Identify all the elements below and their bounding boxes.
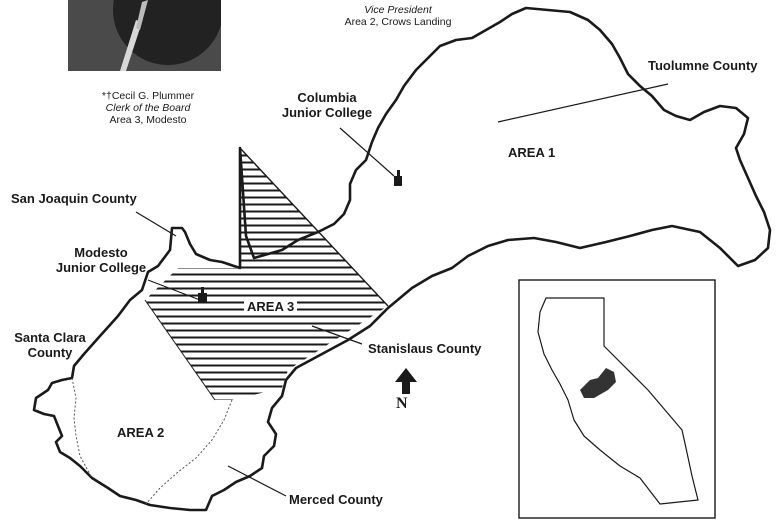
- county-dotted-boundary: [71, 377, 93, 479]
- college-marker-icon: [198, 287, 207, 303]
- label-area-2: AREA 2: [117, 425, 165, 440]
- district-highlight: [580, 368, 616, 398]
- label-santa-clara-line1: Santa Clara: [14, 330, 86, 345]
- caption-top: Vice President Area 2, Crows Landing: [318, 4, 478, 28]
- college-marker-icon: [394, 170, 402, 186]
- label-stanislaus-county: Stanislaus County: [368, 341, 482, 356]
- label-modesto-college: Modesto Junior College: [46, 245, 156, 275]
- caption-plummer-title: Clerk of the Board: [105, 102, 191, 114]
- label-santa-clara-line2: County: [27, 345, 73, 360]
- california-outline: [537, 297, 699, 505]
- label-columbia-line2: Junior College: [281, 105, 373, 120]
- merced-leader: [227, 465, 287, 497]
- label-modesto-line1: Modesto: [74, 245, 128, 260]
- caption-plummer-name: *†Cecil G. Plummer: [101, 90, 195, 102]
- columbia-leader: [339, 127, 395, 177]
- caption-top-title: Vice President: [364, 4, 432, 16]
- label-modesto-line2: Junior College: [55, 260, 147, 275]
- label-tuolumne-county: Tuolumne County: [648, 58, 758, 73]
- district-boundary: [32, 6, 772, 512]
- label-columbia-college: Columbia Junior College: [272, 90, 382, 120]
- san-joaquin-leader: [135, 211, 177, 237]
- area-2-dotted-boundary: [145, 399, 233, 505]
- area-3-south-border: [144, 299, 216, 401]
- label-area-1: AREA 1: [508, 145, 556, 160]
- california-inset: [518, 279, 716, 519]
- area-3-west-border: [239, 147, 389, 307]
- label-north: N: [396, 395, 408, 412]
- modesto-leader: [147, 279, 201, 301]
- photo-fragment: [68, 0, 221, 71]
- label-merced-county: Merced County: [289, 492, 383, 507]
- label-san-joaquin-county: San Joaquin County: [11, 191, 137, 206]
- label-area-3: AREA 3: [244, 299, 298, 314]
- label-columbia-line1: Columbia: [297, 90, 357, 105]
- caption-plummer: *†Cecil G. Plummer Clerk of the Board Ar…: [78, 90, 218, 126]
- stanislaus-leader: [311, 325, 363, 345]
- tuolumne-leader: [497, 83, 669, 123]
- caption-top-area: Area 2, Crows Landing: [344, 16, 452, 28]
- caption-plummer-area: Area 3, Modesto: [109, 114, 187, 126]
- north-arrow-icon: [395, 368, 417, 394]
- label-santa-clara-county: Santa Clara County: [2, 330, 98, 360]
